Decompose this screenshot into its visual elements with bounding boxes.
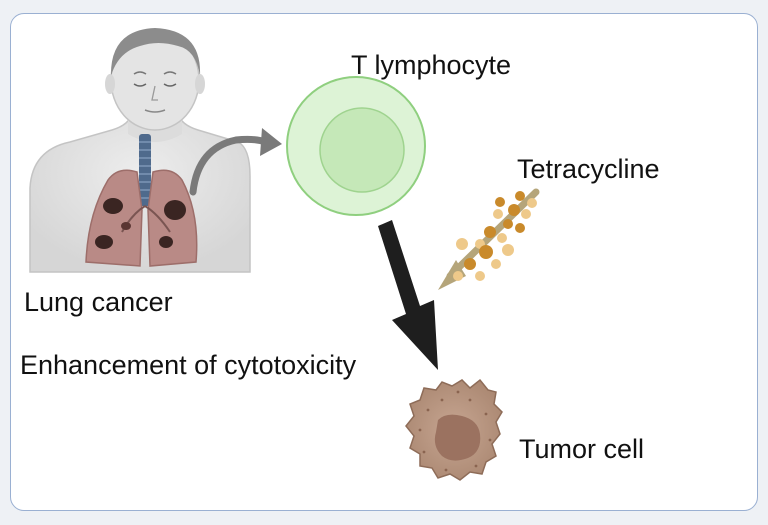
- tumor-cell-icon: [405, 378, 503, 481]
- lung-cancer-label: Lung cancer: [24, 287, 173, 317]
- human-bust-with-lungs-icon: [29, 28, 251, 273]
- big-arrow-icon: [378, 220, 438, 370]
- tetracycline-label: Tetracycline: [517, 154, 660, 184]
- enhancement-of-cytotoxicity-label: Enhancement of cytotoxicity: [20, 350, 357, 380]
- tetracycline-particles-icon: [438, 188, 540, 290]
- curved-arrow-icon: [189, 128, 282, 196]
- tumor-cell-label: Tumor cell: [519, 434, 645, 464]
- t-lymphocyte-label: T lymphocyte: [351, 50, 512, 80]
- lymphocyte-cell-icon: [286, 76, 426, 216]
